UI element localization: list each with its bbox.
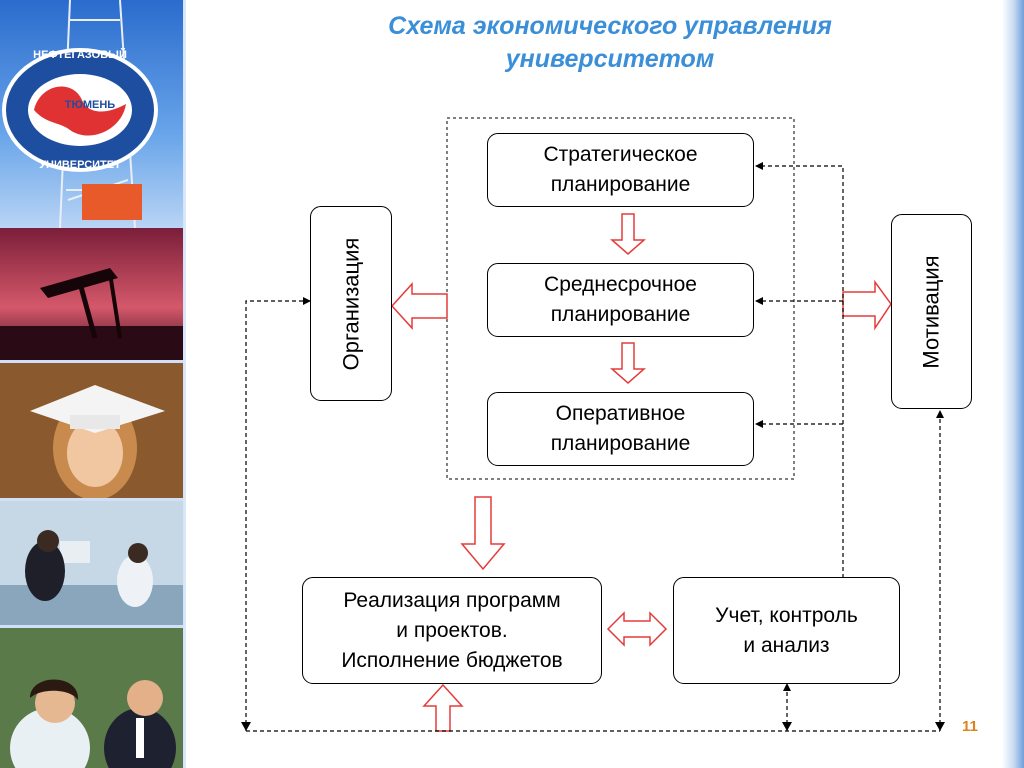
control-analysis-box: Учет, контроль и анализ xyxy=(673,577,900,684)
photo-pumpjack xyxy=(0,228,183,363)
arrow-up-to-implementation xyxy=(422,683,464,732)
logo-graphic: НЕФТЕГАЗОВЫЙ ТЮМЕНЬ УНИВЕРСИТЕТ xyxy=(2,0,158,229)
page-number: 11 xyxy=(962,718,978,735)
organization-box: Организация xyxy=(310,206,392,401)
arrow-implementation-control xyxy=(606,611,668,647)
medium-line-1: Среднесрочное xyxy=(544,273,697,296)
logo-top-text: НЕФТЕГАЗОВЫЙ xyxy=(33,48,127,61)
arrow-medium-to-operative xyxy=(610,342,646,384)
bottom-right-arrowhead xyxy=(935,722,945,731)
logo-swirl xyxy=(34,86,126,136)
title-line-2: университетом xyxy=(505,45,715,73)
strategic-planning-box: Стратегическое планирование xyxy=(487,133,754,207)
arrow-to-implementation xyxy=(460,496,506,571)
title-line-1: Схема экономического управления xyxy=(388,12,832,40)
students-photo-icon xyxy=(0,628,183,768)
medium-line-2: планирование xyxy=(550,303,691,326)
derrick-platform xyxy=(82,184,142,220)
pumpjack-photo-icon xyxy=(0,228,183,360)
control-line-2: и анализ xyxy=(743,633,830,657)
implementation-line-3: Исполнение бюджетов xyxy=(341,648,563,672)
photo-office xyxy=(0,501,183,628)
arrow-to-organization xyxy=(390,282,448,330)
implementation-line-1: Реализация программ xyxy=(343,588,561,612)
bottom-mid-arrowhead xyxy=(782,722,792,731)
feedback-to-strategic xyxy=(755,162,844,578)
motivation-box: Мотивация xyxy=(891,214,972,409)
operative-line-2: планирование xyxy=(550,432,691,455)
strategic-line-2: планирование xyxy=(550,173,691,196)
feedback-to-organization xyxy=(245,297,311,731)
slide-title: Схема экономического управления универси… xyxy=(300,10,920,76)
photo-graduate xyxy=(0,363,183,501)
implementation-box: Реализация программ и проектов. Исполнен… xyxy=(302,577,602,684)
organization-label: Организация xyxy=(338,237,363,370)
control-line-1: Учет, контроль xyxy=(715,603,858,627)
arrow-to-motivation xyxy=(842,279,892,331)
bottom-left-arrowhead xyxy=(241,722,251,731)
sidebar-divider xyxy=(186,0,192,768)
logo-middle-text: ТЮМЕНЬ xyxy=(65,99,116,111)
right-edge-decoration xyxy=(1002,0,1024,768)
graduate-photo-icon xyxy=(0,363,183,498)
office-photo-icon xyxy=(0,501,183,625)
operative-planning-box: Оперативное планирование xyxy=(487,392,754,466)
strategic-line-1: Стратегическое xyxy=(543,143,698,166)
motivation-label: Мотивация xyxy=(918,254,944,369)
photo-students xyxy=(0,628,183,768)
sidebar: НЕФТЕГАЗОВЫЙ ТЮМЕНЬ УНИВЕРСИТЕТ xyxy=(0,0,192,768)
medium-planning-box: Среднесрочное планирование xyxy=(487,263,754,337)
arrow-strategic-to-medium xyxy=(610,213,646,255)
implementation-line-2: и проектов. xyxy=(396,618,508,642)
logo-area: НЕФТЕГАЗОВЫЙ ТЮМЕНЬ УНИВЕРСИТЕТ xyxy=(0,0,183,229)
operative-line-1: Оперативное xyxy=(555,402,686,425)
logo-bottom-text: УНИВЕРСИТЕТ xyxy=(39,159,121,171)
